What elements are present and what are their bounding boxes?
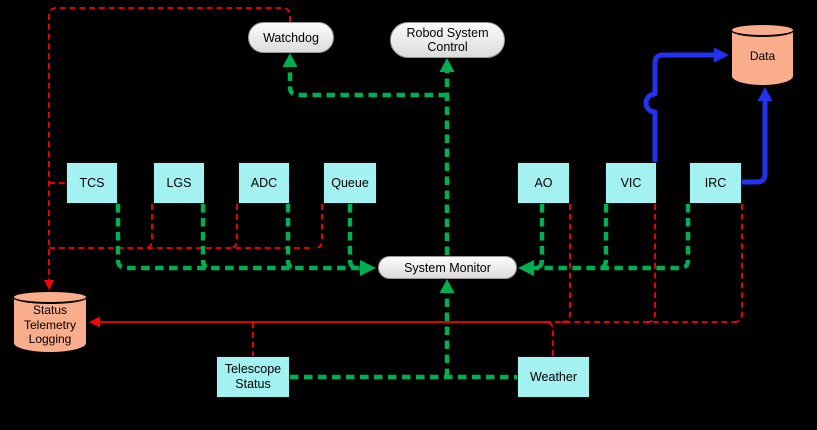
adc-label: ADC <box>250 175 278 190</box>
edge-irc-to-data <box>742 100 768 185</box>
arrowhead-logger-right <box>89 316 100 328</box>
lgs-node: LGS <box>153 162 205 204</box>
monitor-edges-green <box>115 53 691 380</box>
data-edges-blue <box>643 47 773 185</box>
edge-adc-to-logger <box>228 204 238 249</box>
watchdog-label: Watchdog <box>263 30 319 45</box>
tcs-node: TCS <box>66 162 118 204</box>
system-monitor-label: System Monitor <box>404 260 491 275</box>
data-label: Data <box>749 49 776 63</box>
edge-tcs-to-monitor <box>115 204 360 271</box>
edge-adc-to-monitor <box>285 204 297 271</box>
edge-weather-to-logger <box>544 321 554 356</box>
vic-label: VIC <box>620 175 642 190</box>
ao-node: AO <box>517 162 570 204</box>
watchdog-node: Watchdog <box>248 22 334 53</box>
edge-monitor-to-watchdog <box>287 66 447 98</box>
edge-lgs-to-monitor <box>200 204 212 271</box>
arrowhead-watchdog-bottom <box>282 53 298 67</box>
vic-node: VIC <box>605 162 657 204</box>
status-telemetry-logging-cylinder: Status Telemetry Logging <box>12 290 88 354</box>
cylinder-top <box>12 290 88 304</box>
arrowhead-monitor-right <box>518 260 534 276</box>
telescope-status-label: Telescope Status <box>225 362 281 392</box>
cylinder-body <box>730 30 795 87</box>
cylinder-top <box>730 23 795 37</box>
arrowhead-logger-top <box>44 280 54 290</box>
adc-node: ADC <box>238 162 290 204</box>
status-line1: Status <box>32 303 68 317</box>
edge-queue-to-logger <box>313 204 323 249</box>
telescope-status-line2: Status <box>235 377 271 391</box>
edge-queue-to-monitor <box>347 204 359 271</box>
lgs-label: LGS <box>166 175 192 190</box>
arrowhead-data-left <box>714 47 729 63</box>
edge-irc-to-logger <box>733 204 743 323</box>
edge-lgs-to-logger <box>143 204 153 249</box>
data-cylinder: Data <box>730 23 795 87</box>
queue-label: Queue <box>331 175 369 190</box>
weather-node: Weather <box>517 356 590 398</box>
edge-ao-to-logger <box>561 204 571 323</box>
irc-label: IRC <box>704 175 727 190</box>
telescope-status-line1: Telescope <box>224 362 282 376</box>
irc-node: IRC <box>689 162 742 204</box>
edge-ao-to-monitor <box>533 204 545 271</box>
arrowhead-monitor-left <box>360 260 376 276</box>
telemetry-edges-red <box>44 7 743 356</box>
edge-watchdog-to-logger <box>48 7 291 281</box>
telescope-status-node: Telescope Status <box>216 356 290 398</box>
system-monitor-node: System Monitor <box>378 256 517 279</box>
status-line3: Logging <box>28 332 72 346</box>
tcs-label: TCS <box>79 175 105 190</box>
cylinder-body <box>12 297 88 354</box>
arrowhead-monitor-bottom <box>439 279 455 293</box>
robod-system-control-node: Robod System Control <box>390 22 505 58</box>
edge-vic-to-logger <box>646 204 656 323</box>
robod-system-control-label: Robod System Control <box>406 26 489 54</box>
arrowhead-data-bottom <box>757 87 773 101</box>
queue-node: Queue <box>323 162 377 204</box>
edge-vic-to-monitor <box>597 204 609 271</box>
edge-irc-to-monitor <box>534 204 691 271</box>
edge-vic-to-data <box>643 52 714 162</box>
status-telemetry-logging-label: Status Telemetry Logging <box>12 303 88 347</box>
weather-label: Weather <box>529 369 577 384</box>
ao-label: AO <box>534 175 553 190</box>
status-line2: Telemetry <box>23 317 76 332</box>
arrowhead-robod-bottom <box>439 58 455 72</box>
